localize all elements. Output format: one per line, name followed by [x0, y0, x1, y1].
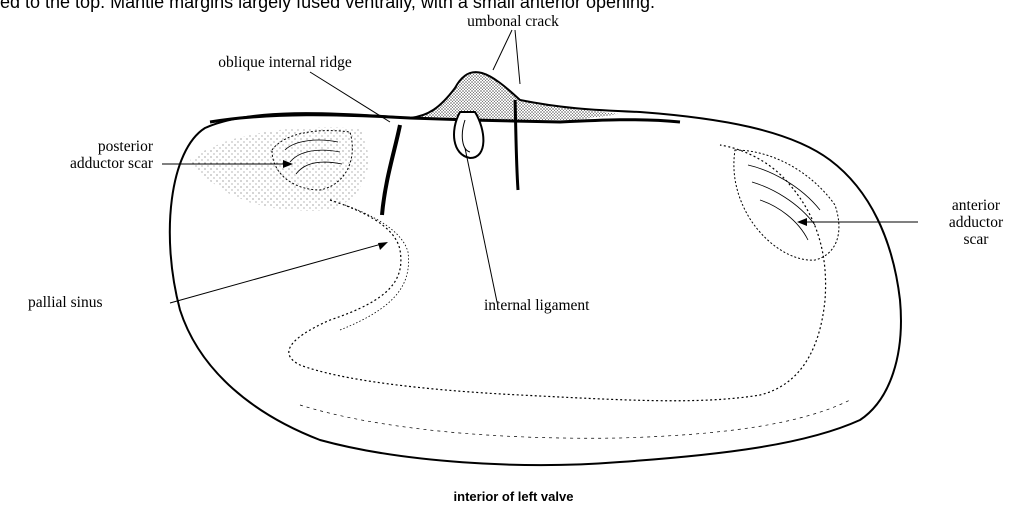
label-posterior-adductor-scar: posterior adductor scar: [0, 138, 153, 172]
figure-caption: interior of left valve: [0, 489, 1027, 504]
label-internal-ligament: internal ligament: [484, 297, 589, 314]
label-anterior-adductor-scar-line3: scar: [925, 231, 1027, 248]
label-anterior-adductor-scar-line2: adductor: [925, 214, 1027, 231]
label-posterior-adductor-scar-line1: posterior: [0, 138, 153, 155]
leader-umbonal-crack-1: [493, 30, 512, 70]
label-pallial-sinus: pallial sinus: [28, 294, 102, 311]
label-anterior-adductor-scar-line1: anterior: [925, 197, 1027, 214]
label-anterior-adductor-scar: anterior adductor scar: [925, 197, 1027, 248]
label-umbonal-crack: umbonal crack: [448, 13, 578, 30]
leader-umbonal-crack-2: [515, 30, 520, 84]
label-posterior-adductor-scar-line2: adductor scar: [0, 155, 153, 172]
label-oblique-internal-ridge: oblique internal ridge: [170, 54, 400, 71]
